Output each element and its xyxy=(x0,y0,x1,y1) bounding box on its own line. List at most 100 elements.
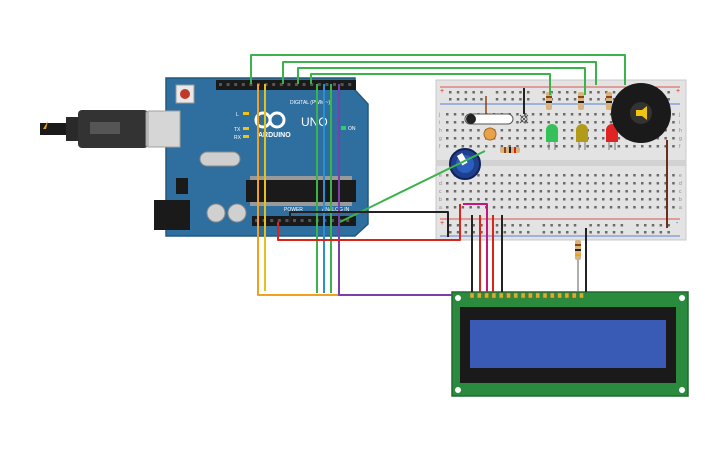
breadboard-hole xyxy=(453,198,457,201)
breadboard-hole xyxy=(539,137,543,140)
breadboard-hole xyxy=(555,121,558,124)
breadboard-hole xyxy=(477,198,480,201)
lcd-pin xyxy=(542,292,548,299)
digital-header xyxy=(216,80,356,90)
breadboard-hole xyxy=(672,113,675,116)
breadboard-hole xyxy=(633,145,636,148)
breadboard-hole xyxy=(461,206,465,209)
breadboard-hole xyxy=(672,206,675,209)
breadboard-hole xyxy=(563,190,566,193)
row-letter: d xyxy=(679,181,682,187)
breadboard-hole xyxy=(464,231,468,234)
breadboard-hole xyxy=(547,198,550,201)
breadboard-hole xyxy=(605,231,608,234)
breadboard-hole xyxy=(492,182,496,185)
breadboard-hole xyxy=(578,190,582,193)
breadboard-hole xyxy=(594,129,597,132)
digital-label: DIGITAL (PWM ~) xyxy=(290,100,330,106)
breadboard-hole xyxy=(453,145,457,148)
breadboard-hole xyxy=(597,224,600,227)
breadboard-hole xyxy=(558,231,561,234)
breadboard-hole xyxy=(602,198,605,201)
breadboard-hole xyxy=(656,206,660,209)
breadboard-hole xyxy=(480,224,483,227)
breadboard-hole xyxy=(492,190,496,193)
breadboard-hole xyxy=(531,129,535,132)
breadboard-hole xyxy=(524,206,527,209)
breadboard-hole xyxy=(539,113,543,116)
breadboard-hole xyxy=(597,91,600,94)
breadboard-hole xyxy=(586,206,589,209)
breadboard-hole xyxy=(477,137,480,140)
header-pin xyxy=(270,219,274,222)
rx-label: RX xyxy=(234,135,242,141)
lcd-pin xyxy=(520,292,526,299)
breadboard-hole xyxy=(539,206,543,209)
header-pin xyxy=(340,83,344,86)
breadboard-hole xyxy=(446,206,449,209)
row-letter: i xyxy=(439,120,440,126)
breadboard-hole xyxy=(609,198,613,201)
breadboard-hole xyxy=(485,190,488,193)
header-pin xyxy=(255,219,258,222)
plus-label: + xyxy=(676,88,680,95)
breadboard-hole xyxy=(550,224,553,227)
breadboard-hole xyxy=(453,129,457,132)
breadboard-hole xyxy=(651,231,655,234)
breadboard-hole xyxy=(570,145,574,148)
breadboard-hole xyxy=(597,98,600,101)
breadboard-hole xyxy=(524,137,527,140)
breadboard-hole xyxy=(516,182,519,185)
breadboard-hole xyxy=(531,113,535,116)
breadboard-hole xyxy=(589,224,592,227)
breadboard-hole xyxy=(449,231,452,234)
breadboard-hole xyxy=(469,182,472,185)
breadboard-hole xyxy=(527,231,530,234)
breadboard-hole xyxy=(511,98,514,101)
breadboard-hole xyxy=(672,174,675,177)
breadboard-hole xyxy=(594,206,597,209)
breadboard-hole xyxy=(617,182,621,185)
breadboard-hole xyxy=(449,98,452,101)
breadboard-hole xyxy=(508,190,511,193)
breadboard-hole xyxy=(503,98,507,101)
breadboard-hole xyxy=(641,198,644,201)
microcontroller-chip xyxy=(246,180,356,202)
breadboard-hole xyxy=(625,182,628,185)
led-green xyxy=(546,124,558,150)
breadboard-holes xyxy=(446,91,675,234)
breadboard-hole xyxy=(589,91,592,94)
breadboard-hole xyxy=(539,129,543,132)
breadboard-hole xyxy=(672,182,675,185)
breadboard-hole xyxy=(672,129,675,132)
breadboard-hole xyxy=(602,206,605,209)
breadboard-hole xyxy=(563,129,566,132)
breadboard-hole xyxy=(578,145,582,148)
breadboard-hole xyxy=(516,145,519,148)
breadboard-hole xyxy=(446,137,449,140)
breadboard-hole xyxy=(664,198,667,201)
breadboard-hole xyxy=(555,198,558,201)
breadboard-hole xyxy=(555,182,558,185)
breadboard-hole xyxy=(594,137,597,140)
breadboard-hole xyxy=(648,190,652,193)
breadboard-hole xyxy=(461,121,465,124)
capacitor-icon xyxy=(206,203,226,223)
breadboard-hole xyxy=(617,174,621,177)
photoresistor-icon xyxy=(483,127,497,141)
led-yellow xyxy=(576,124,588,150)
breadboard-hole xyxy=(570,182,574,185)
breadboard-hole xyxy=(464,91,468,94)
breadboard-hole xyxy=(503,231,507,234)
resistor-horizontal xyxy=(500,147,520,153)
breadboard-hole xyxy=(558,224,561,227)
breadboard-hole xyxy=(456,91,460,94)
breadboard-hole xyxy=(594,145,597,148)
breadboard-hole xyxy=(602,129,605,132)
breadboard-hole xyxy=(605,224,608,227)
lcd-pin xyxy=(491,292,497,299)
breadboard-hole xyxy=(456,98,460,101)
breadboard-hole xyxy=(495,224,499,227)
wire-purple xyxy=(338,84,452,296)
breadboard-hole xyxy=(578,113,582,116)
